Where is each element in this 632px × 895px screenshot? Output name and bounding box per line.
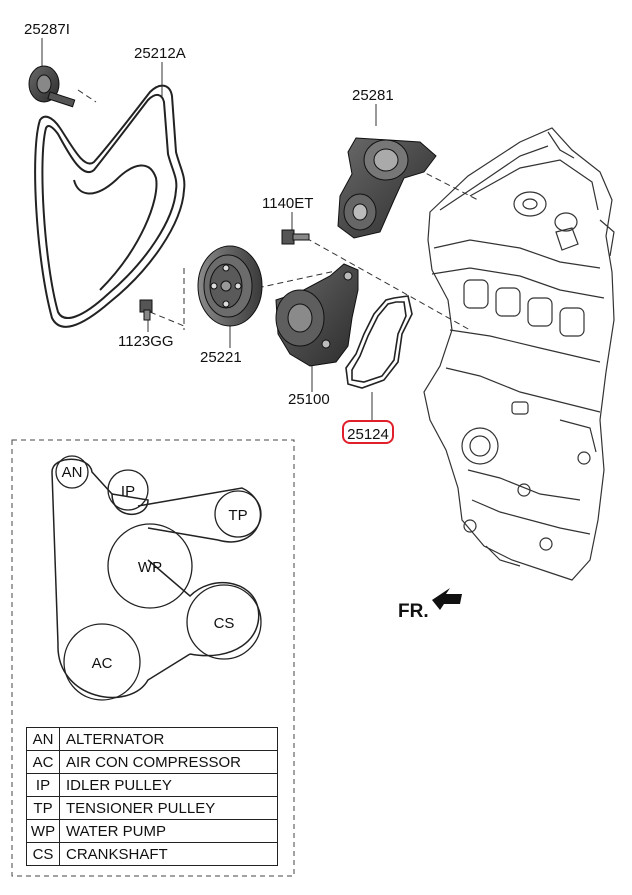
legend-row: WP WATER PUMP bbox=[26, 819, 278, 843]
legend-name: WATER PUMP bbox=[59, 819, 278, 843]
legend-code: TP bbox=[26, 796, 60, 820]
part-label-water-pump-pulley[interactable]: 25221 bbox=[200, 349, 242, 366]
bolt-1140et-part bbox=[281, 229, 310, 245]
pulley-wp bbox=[107, 523, 193, 609]
bolt-1123gg-part bbox=[139, 299, 153, 321]
legend-row: AN ALTERNATOR bbox=[26, 727, 278, 751]
belt-routing-schematic bbox=[51, 455, 262, 701]
part-label-bolt-left[interactable]: 1123GG bbox=[118, 333, 174, 350]
legend-row: TP TENSIONER PULLEY bbox=[26, 796, 278, 820]
legend-name: ALTERNATOR bbox=[59, 727, 278, 751]
legend-name: TENSIONER PULLEY bbox=[59, 796, 278, 820]
water-pump-pulley-part bbox=[197, 245, 263, 327]
pulley-ac bbox=[63, 623, 141, 701]
pulley-label-wp: WP bbox=[138, 559, 162, 576]
front-direction-label: FR. bbox=[398, 601, 429, 622]
part-label-idler-pulley[interactable]: 25287I bbox=[24, 21, 70, 38]
pulley-label-tp: TP bbox=[228, 507, 247, 524]
legend-code: IP bbox=[26, 773, 60, 797]
part-label-belt[interactable]: 25212A bbox=[134, 45, 186, 62]
pulley-an bbox=[55, 455, 89, 489]
legend-row: IP IDLER PULLEY bbox=[26, 773, 278, 797]
legend-code: AN bbox=[26, 727, 60, 751]
pulley-label-an: AN bbox=[62, 464, 83, 481]
part-label-bolt-top[interactable]: 1140ET bbox=[262, 195, 314, 212]
pulley-cs bbox=[186, 584, 262, 660]
belt-layout-frame bbox=[11, 439, 295, 877]
part-label-water-pump[interactable]: 25100 bbox=[288, 391, 330, 408]
pulley-tp bbox=[214, 490, 262, 538]
legend-name: IDLER PULLEY bbox=[59, 773, 278, 797]
pulley-label-ac: AC bbox=[92, 655, 113, 672]
drive-belt-part bbox=[34, 84, 186, 328]
front-arrow-icon bbox=[432, 588, 462, 610]
belt-pulley-labels: AN IP TP WP CS AC bbox=[62, 464, 248, 672]
legend-code: AC bbox=[26, 750, 60, 774]
water-pump-part bbox=[275, 263, 359, 367]
gasket-part bbox=[345, 295, 413, 389]
legend-code: CS bbox=[26, 842, 60, 866]
legend-row: AC AIR CON COMPRESSOR bbox=[26, 750, 278, 774]
pulley-ip bbox=[107, 469, 149, 511]
legend-name: CRANKSHAFT bbox=[59, 842, 278, 866]
idler-pulley-part bbox=[28, 65, 76, 108]
legend-row: CS CRANKSHAFT bbox=[26, 842, 278, 866]
engine-block bbox=[423, 127, 615, 581]
legend-code: WP bbox=[26, 819, 60, 843]
pulley-label-cs: CS bbox=[214, 615, 235, 632]
pulley-legend-table: AN ALTERNATOR AC AIR CON COMPRESSOR IP I… bbox=[26, 727, 278, 866]
part-label-gasket[interactable]: 25124 bbox=[347, 426, 389, 443]
part-label-tensioner[interactable]: 25281 bbox=[352, 87, 394, 104]
tensioner-part bbox=[337, 137, 437, 239]
pulley-label-ip: IP bbox=[121, 483, 135, 500]
part-label-gasket-highlight[interactable]: 25124 bbox=[342, 420, 394, 444]
legend-name: AIR CON COMPRESSOR bbox=[59, 750, 278, 774]
